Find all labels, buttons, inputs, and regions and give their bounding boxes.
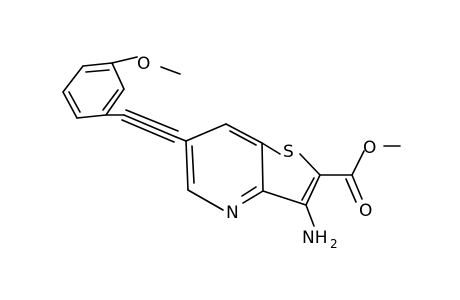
methyl-ester-group: O O: [319, 138, 401, 221]
amine-subscript: 2: [330, 237, 338, 251]
sulfur-label: S: [283, 142, 294, 162]
pyridine-ring: N: [185, 123, 264, 223]
thiophene-ring: S: [261, 142, 321, 206]
ester-oxygen-label: O: [363, 138, 376, 158]
alkyne-triple-bond: [105, 109, 187, 143]
amino-group: NH 2: [302, 204, 338, 251]
amine-label: NH: [302, 228, 328, 248]
methoxy-group: O: [111, 54, 181, 75]
carbonyl-oxygen-label: O: [359, 201, 372, 221]
pyridine-nitrogen-label: N: [226, 203, 239, 223]
benzene-ring: [62, 62, 125, 119]
methoxy-oxygen-label: O: [137, 54, 150, 74]
